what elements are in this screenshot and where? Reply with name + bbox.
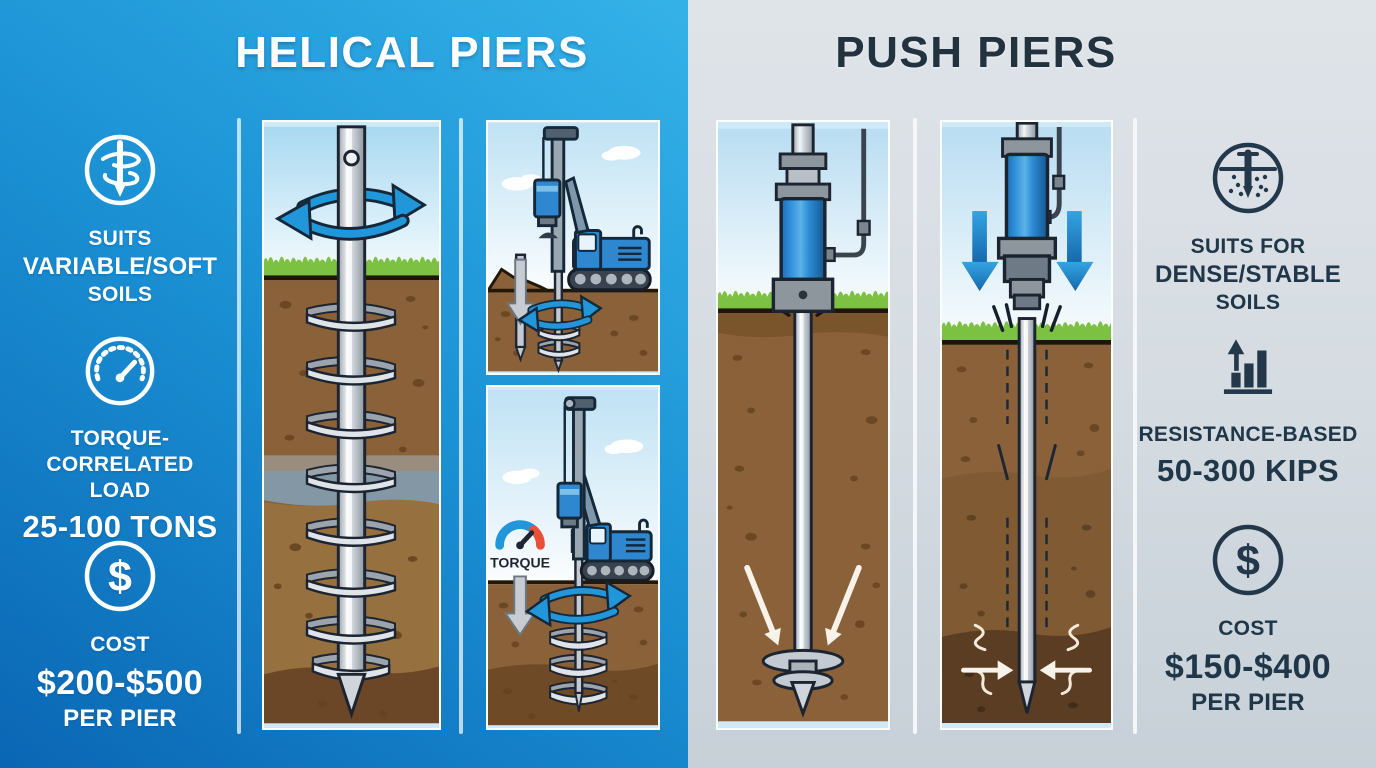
pier-tip xyxy=(1017,680,1037,714)
push-load-value: 50-300 KIPS xyxy=(1157,453,1339,489)
rotation-arrow-icon xyxy=(274,198,313,241)
rotation-arrow-icon xyxy=(579,294,603,325)
helical-cost-feature: $ COST $200-$500 PER PIER xyxy=(8,536,232,734)
dollar-icon: $ xyxy=(84,540,156,612)
friction-arrow-icon xyxy=(961,660,1092,680)
drill-rig-installation-illustration xyxy=(486,120,660,375)
divider xyxy=(1133,118,1137,734)
helical-load-line1: TORQUE-CORRELATED xyxy=(46,427,194,477)
soil-crack-marks xyxy=(997,444,1057,481)
rotation-arrow-icon xyxy=(524,593,552,628)
divider xyxy=(237,118,241,734)
helical-load-line2: LOAD xyxy=(89,479,151,503)
push-cost-label: COST xyxy=(1218,617,1278,640)
torque-label: TORQUE xyxy=(490,555,550,571)
push-suits-line2: DENSE/STABLE xyxy=(1155,261,1341,289)
helical-load-feature: TORQUE-CORRELATED LOAD 25-100 TONS xyxy=(8,332,232,547)
push-suits-line3: SOILS xyxy=(1215,290,1281,314)
push-suits-feature: SUITS FOR DENSE/STABLE SOILS xyxy=(1136,138,1360,316)
push-cost-value: $150-$400 xyxy=(1164,648,1332,687)
drill-rig xyxy=(556,396,655,582)
pier-tip xyxy=(336,672,367,720)
push-cost-feature: $ COST $150-$400 PER PIER xyxy=(1136,520,1360,718)
drill-rig xyxy=(533,126,652,292)
shaft-bolt-hole xyxy=(343,149,360,167)
helix-front xyxy=(305,312,397,681)
helical-cost-sub: PER PIER xyxy=(63,705,177,733)
rotation-arrow-icon xyxy=(605,580,633,614)
push-cost-sub: PER PIER xyxy=(1191,689,1305,717)
cloud-icon xyxy=(502,439,644,485)
drive-force-arrow-icon xyxy=(961,211,1094,292)
torque-gauge: TORQUE xyxy=(490,520,550,571)
helical-title: HELICAL PIERS xyxy=(235,28,589,77)
impact-marks xyxy=(992,303,1062,332)
rotation-arrow-icon xyxy=(391,182,428,226)
torque-gauge-icon xyxy=(85,336,155,406)
load-arrow-icon xyxy=(744,564,862,646)
dense-soil-pier-icon xyxy=(1212,142,1284,214)
helical-suits-line1: SUITS xyxy=(88,227,152,250)
rotation-arrow-icon xyxy=(516,306,540,334)
helical-cost-value: $200-$500 xyxy=(36,664,204,703)
down-arrow-icon xyxy=(503,575,537,637)
push-load-feature: RESISTANCE-BASED 50-300 KIPS xyxy=(1136,332,1360,490)
push-title: PUSH PIERS xyxy=(835,28,1117,77)
helical-suits-line2: VARIABLE/SOFT xyxy=(22,253,218,281)
push-pier-driving-illustration xyxy=(940,120,1113,730)
hydraulic-ram xyxy=(771,123,871,314)
divider xyxy=(459,118,463,734)
helical-load-value: 25-100 TONS xyxy=(22,509,218,545)
divider xyxy=(913,118,917,734)
cloud-icon xyxy=(501,145,641,191)
helix-front xyxy=(537,328,581,359)
dollar-glyph: $ xyxy=(1236,537,1260,585)
hydraulic-ram xyxy=(996,122,1066,311)
helical-suits-feature: SUITS VARIABLE/SOFT SOILS xyxy=(8,130,232,308)
push-suits-line1: SUITS FOR xyxy=(1190,235,1306,258)
helical-pier-icon xyxy=(84,134,156,206)
pier-tip-assembly xyxy=(761,648,845,718)
helical-cost-label: COST xyxy=(90,633,150,656)
dollar-glyph: $ xyxy=(108,553,132,601)
dollar-icon: $ xyxy=(1212,524,1284,596)
bar-chart-icon xyxy=(1223,339,1273,394)
push-load-line1: RESISTANCE-BASED xyxy=(1138,423,1358,446)
drill-rig-torque-illustration: TORQUE xyxy=(486,385,660,730)
helical-pier-illustration xyxy=(262,120,441,730)
push-pier-illustration xyxy=(716,120,890,730)
helical-suits-line3: SOILS xyxy=(87,282,153,306)
hydraulic-hose xyxy=(832,128,867,258)
driven-path-dashes xyxy=(1006,349,1048,628)
